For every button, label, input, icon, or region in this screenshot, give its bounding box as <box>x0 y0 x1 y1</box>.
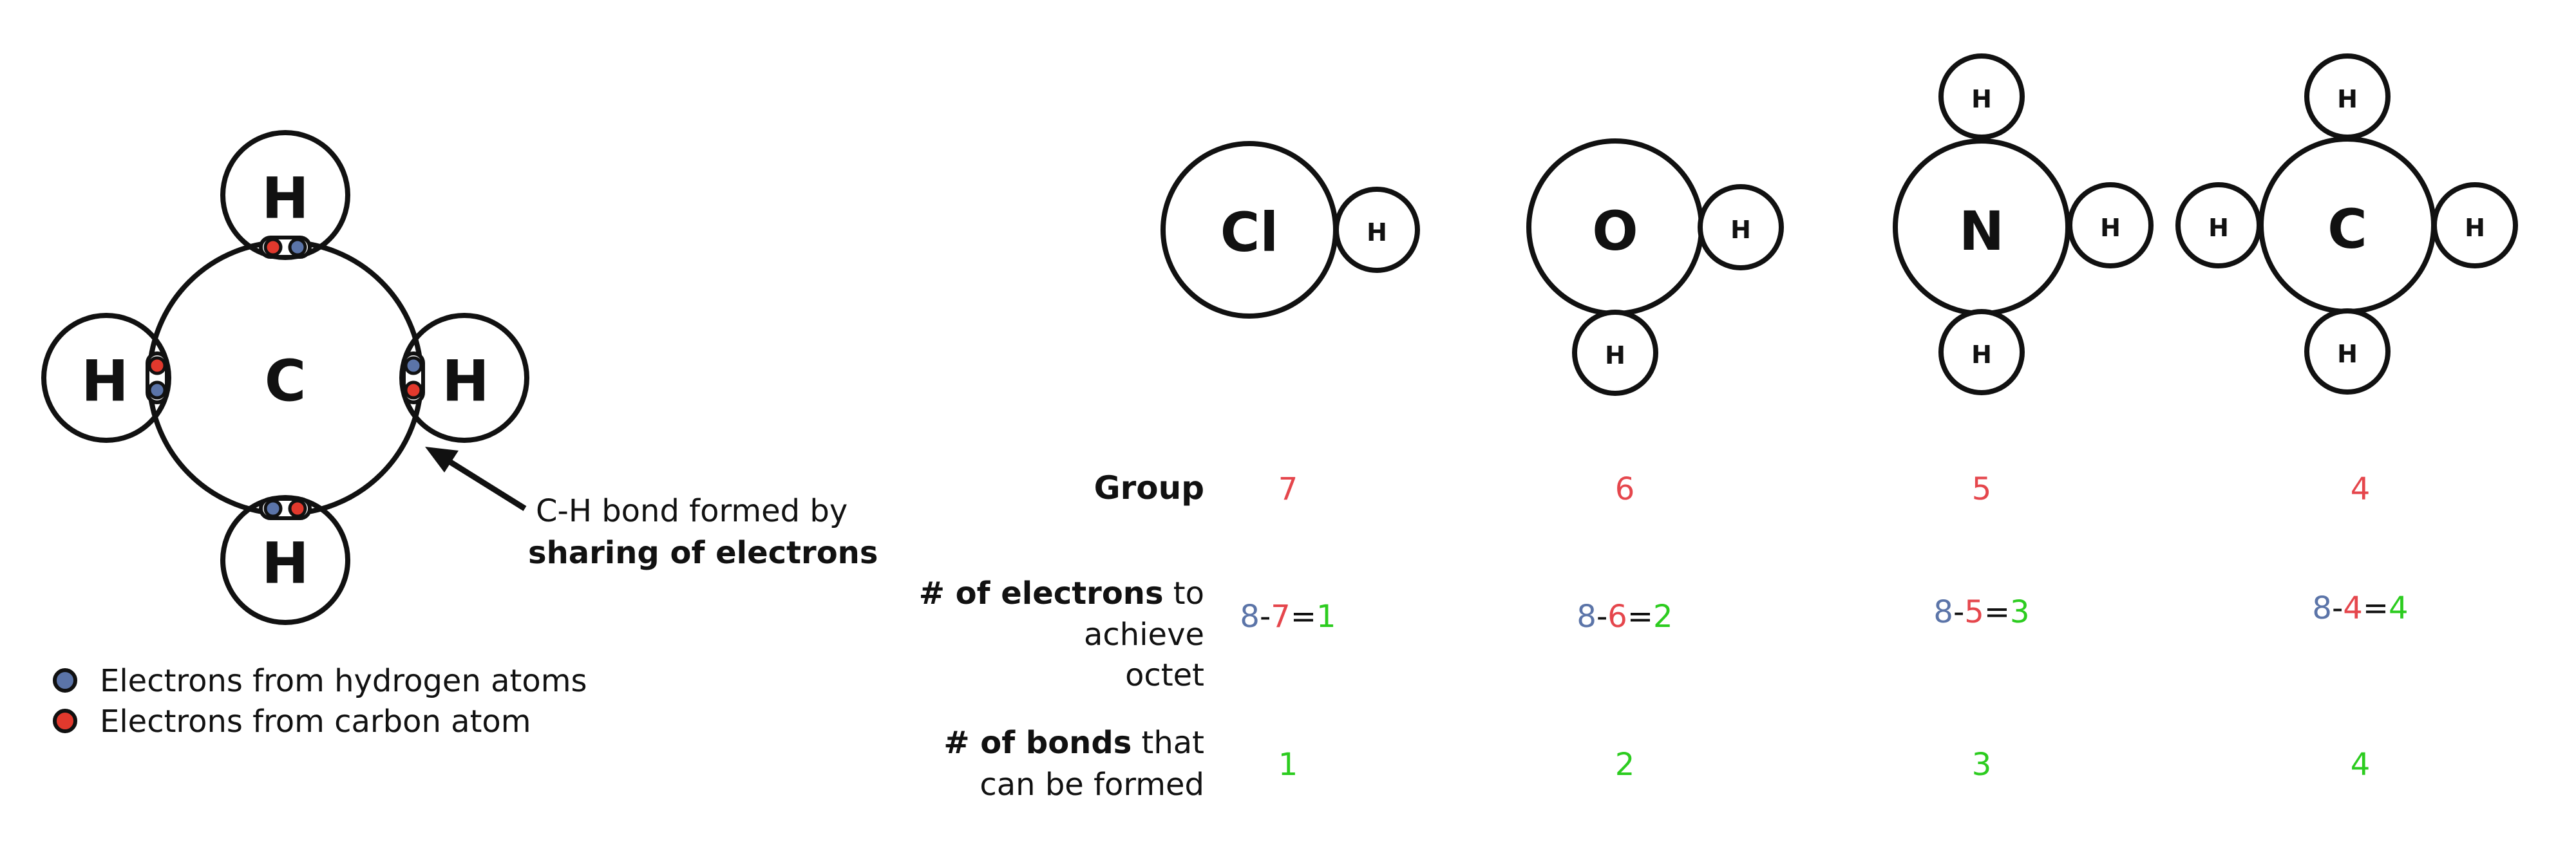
hydrogen-symbol: H <box>1971 85 1992 113</box>
hydrogen-symbol: H <box>2465 214 2485 242</box>
hydrogen-symbol: H <box>1730 216 1751 244</box>
carbon-electron <box>147 356 167 375</box>
hydrogen-atom <box>1698 184 1784 270</box>
hydrogen-electron <box>147 380 167 400</box>
hydrogen-symbol: H <box>2337 340 2358 368</box>
electrons-equation: 8-5=3 <box>1933 594 2029 630</box>
row-label-electrons-octet: octet <box>1125 657 1204 693</box>
hydrogen-electron <box>263 499 283 518</box>
hydrogen-atom <box>2432 182 2518 268</box>
annotation-arrow <box>425 447 527 511</box>
bonds-value: 3 <box>1972 747 1992 783</box>
hydrogen-electron <box>404 356 423 375</box>
hydrogen-atom <box>1334 187 1420 273</box>
hydrogen-symbol: H <box>1605 341 1625 369</box>
legend-hydrogen-label: Electrons from hydrogen atoms <box>100 663 587 699</box>
hydrogen-symbol-right: H <box>442 348 489 415</box>
hydrogen-symbol-left: H <box>81 348 129 415</box>
bonds-value: 4 <box>2351 747 2371 783</box>
electrons-equation: 8-6=2 <box>1577 599 1672 635</box>
carbon-symbol: C <box>265 348 307 415</box>
hydrogen-atom <box>2304 53 2391 140</box>
hydrogen-atom <box>2304 308 2391 395</box>
carbon-electron <box>263 238 283 257</box>
hydrogen-symbol: H <box>2208 214 2229 242</box>
row-label-group: Group <box>1094 469 1204 507</box>
hydrogen-symbol: H <box>2337 85 2358 113</box>
carbon-electron <box>288 499 307 518</box>
carbon-electron <box>404 380 423 400</box>
group-value: 4 <box>2351 471 2371 507</box>
electrons-equation: 8-4=4 <box>2312 590 2408 626</box>
hydrogen-atom <box>1938 309 2025 395</box>
hydrogen-atom <box>1938 53 2025 140</box>
electrons <box>147 238 423 518</box>
hydrogen-symbol: H <box>2100 214 2121 242</box>
row-label-bonds-line1: # of bonds that <box>943 725 1204 761</box>
legend: Electrons from hydrogen atoms Electrons … <box>53 663 587 740</box>
hydrogen-atom <box>1572 310 1658 396</box>
central-symbol-cl: Cl <box>1220 201 1278 264</box>
hydrogen-symbol: H <box>1367 218 1387 247</box>
bonds-value: 2 <box>1615 747 1635 783</box>
legend-carbon-label: Electrons from carbon atom <box>100 704 531 740</box>
legend-carbon-electron-icon <box>53 709 77 733</box>
hydrogen-symbol-top: H <box>261 165 309 232</box>
electrons-equation: 8-7=1 <box>1240 599 1336 635</box>
central-symbol-c: C <box>2327 198 2367 261</box>
hydrogen-atom <box>2067 182 2154 268</box>
central-symbol-n: N <box>1959 200 2004 263</box>
row-label-electrons-line2: achieve <box>1084 617 1204 653</box>
hydrogen-atom <box>2175 182 2262 268</box>
group-value: 6 <box>1615 471 1635 507</box>
bonds-value: 1 <box>1278 747 1298 783</box>
legend-hydrogen-electron-icon <box>53 668 77 693</box>
row-label-bonds-line2: can be formed <box>980 767 1204 803</box>
molecule-shapes <box>1160 53 2518 396</box>
central-symbol-o: O <box>1592 200 1638 263</box>
group-value: 5 <box>1972 471 1992 507</box>
annotation-line-1: C-H bond formed by <box>536 493 848 529</box>
hydrogen-electron <box>288 238 307 257</box>
group-value: 7 <box>1278 471 1298 507</box>
row-label-electrons-line1: # of electrons to <box>919 575 1204 612</box>
annotation-line-2: sharing of electrons <box>528 535 878 571</box>
hydrogen-symbol: H <box>1971 341 1992 369</box>
hydrogen-symbol-bottom: H <box>261 530 309 597</box>
